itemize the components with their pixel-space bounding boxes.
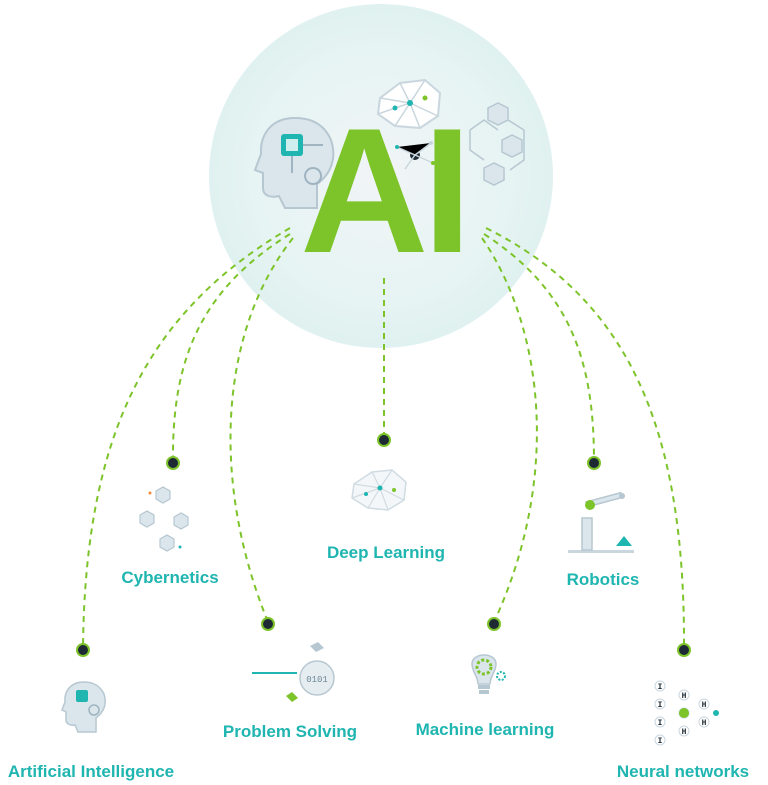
robot-arm-icon [568, 491, 634, 553]
svg-text:H: H [682, 728, 687, 737]
hub-halo [209, 4, 553, 348]
hub-title: AI [300, 91, 466, 290]
label-neural-networks: Neural networks [616, 762, 750, 781]
endpoint-dot [487, 617, 501, 631]
label-cybernetics: Cybernetics [121, 568, 219, 587]
endpoint-dot [677, 643, 691, 657]
svg-text:H: H [702, 719, 707, 728]
label-problem-solving: Problem Solving [222, 722, 358, 741]
endpoint-dot [166, 456, 180, 470]
brain-network-icon [351, 469, 407, 511]
label-machine-learning: Machine learning [415, 720, 555, 739]
head-circuit-icon [61, 681, 106, 733]
connector-robotics [483, 233, 595, 462]
connector-neural-networks [485, 227, 686, 649]
label-robotics: Robotics [566, 570, 640, 589]
connector-machine-learning [481, 237, 538, 623]
endpoint-dot [76, 643, 90, 657]
atom-icon [395, 141, 435, 170]
head-circuit-icon [253, 116, 335, 209]
svg-text:I: I [658, 737, 663, 746]
svg-text:H: H [702, 701, 707, 710]
svg-text:0101: 0101 [306, 675, 328, 685]
svg-text:H: H [682, 692, 687, 701]
binary-coin-icon: 0101 [252, 642, 335, 702]
endpoint-dot [587, 456, 601, 470]
label-deep-learning: Deep Learning [326, 543, 446, 562]
connector-problem-solving [229, 237, 294, 623]
connector-artificial-intelligence [82, 227, 291, 649]
connector-cybernetics [171, 233, 291, 462]
svg-text:I: I [658, 701, 663, 710]
svg-text:I: I [658, 683, 663, 692]
gear-bulb-icon [471, 654, 506, 694]
endpoint-dot [377, 433, 391, 447]
endpoint-dot [261, 617, 275, 631]
brain-network-icon [376, 78, 442, 130]
svg-text:I: I [658, 719, 663, 728]
cubes-icon [469, 102, 525, 186]
cubes-icon [139, 486, 189, 552]
label-artificial-intelligence: Artificial Intelligence [7, 762, 175, 781]
